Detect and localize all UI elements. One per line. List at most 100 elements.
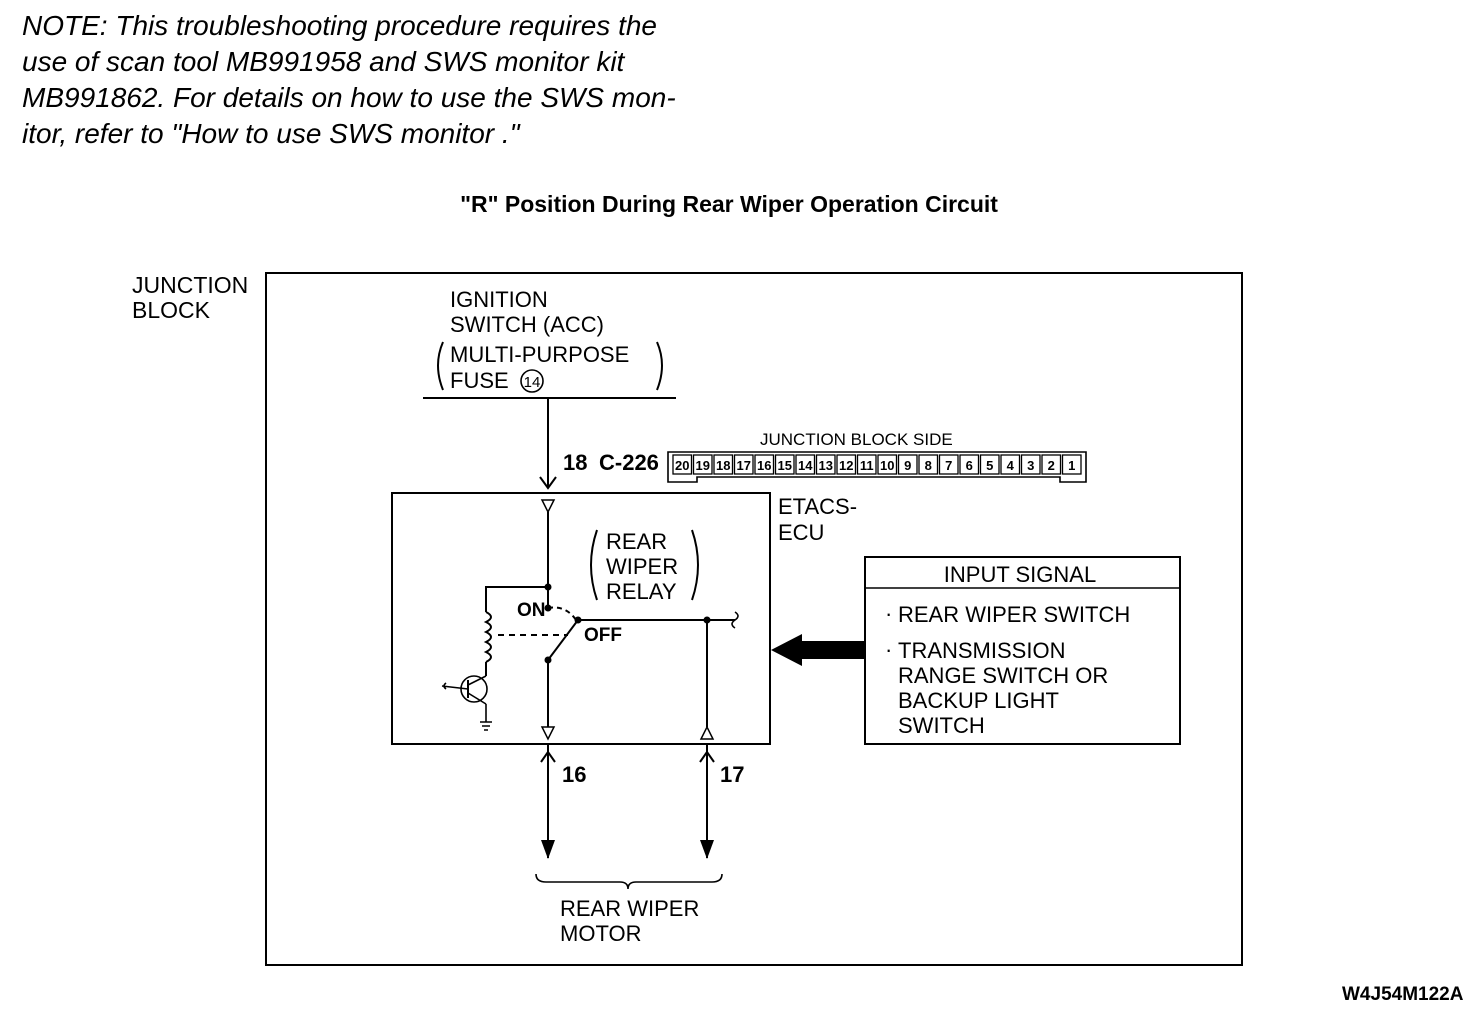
terminal-16-arrow-up [540, 750, 556, 763]
input-signal-header: INPUT SIGNAL [944, 562, 1096, 587]
relay-bracket-right [691, 529, 699, 601]
connector-pin-cell [733, 454, 754, 475]
connector-pin-label: 15 [778, 458, 792, 473]
connector-side-label: JUNCTION BLOCK SIDE [760, 430, 953, 449]
connector-outline [667, 451, 1087, 483]
connector-pin-cell [1061, 454, 1082, 475]
switch-on-label: ON [517, 600, 546, 621]
switch-off-label: OFF [584, 625, 622, 646]
relay-label: WIPER [606, 554, 678, 579]
connector-pin-label: 7 [945, 458, 952, 473]
note-line: MB991862. For details on how to use the … [22, 82, 676, 113]
connector-pin-cell [795, 454, 816, 475]
input-signal-item: SWITCH [898, 713, 985, 738]
connector-pin-label: 20 [675, 458, 689, 473]
connector-pin-label: 6 [966, 458, 973, 473]
ground-symbol [480, 721, 492, 731]
terminal-18-marker [540, 499, 556, 514]
diagram-title: "R" Position During Rear Wiper Operation… [460, 191, 998, 217]
input-signal-bullet: · [885, 637, 892, 662]
terminal-supply: 18 [563, 450, 587, 475]
input-signal-arrow [771, 634, 865, 666]
connector-pin-label: 8 [925, 458, 932, 473]
connector-pin-label: 2 [1048, 458, 1055, 473]
switch-arm [547, 619, 579, 661]
fuse-bracket-left [437, 341, 444, 391]
connector-pin-cell [692, 454, 713, 475]
switch-on-dashed [547, 606, 577, 621]
input-signal-item: TRANSMISSION [898, 638, 1065, 663]
connector-pin-label: 17 [737, 458, 751, 473]
motor-label: MOTOR [560, 921, 641, 946]
connector-pin-label: 11 [860, 458, 874, 473]
connector-pin-cell [836, 454, 857, 475]
connector-pin-label: 3 [1027, 458, 1034, 473]
transistor-emitter [467, 692, 487, 705]
fuse-bracket-right [656, 341, 663, 391]
supply-label: IGNITION [450, 287, 548, 312]
terminal-16-arrow-down [541, 840, 555, 859]
ecu-label: ECU [778, 520, 824, 545]
coil-feed-wire [485, 586, 548, 612]
connector-pin-cell [897, 454, 918, 475]
connector-pin-cell [938, 454, 959, 475]
troubleshooting-note: NOTE: This troubleshooting procedure req… [22, 8, 782, 152]
supply-arrow [539, 476, 557, 490]
terminal-right: 17 [720, 762, 744, 787]
connector-pin-label: 19 [696, 458, 710, 473]
connector-pin-label: 16 [757, 458, 771, 473]
connector-pin-cell [1020, 454, 1041, 475]
junction-block-label-line: BLOCK [132, 297, 210, 323]
junction-block-label: JUNCTION BLOCK [132, 273, 248, 323]
connector-pin-cell [815, 454, 836, 475]
motor-brace [535, 873, 723, 890]
connector-pin-label: 9 [904, 458, 911, 473]
note-line: itor, refer to "How to use SWS monitor .… [22, 118, 520, 149]
connector-pin-cell [918, 454, 939, 475]
connector-pin-label: 10 [880, 458, 894, 473]
input-signal-item: RANGE SWITCH OR [898, 663, 1108, 688]
wire-break [731, 611, 739, 629]
figure-id: W4J54M122A [1342, 984, 1464, 1005]
connector-pin-label: 13 [819, 458, 833, 473]
connector-pin-cell [856, 454, 877, 475]
connector-pin-label: 1 [1068, 458, 1075, 473]
connector-pin-cell [672, 454, 693, 475]
connector-pin-cell [774, 454, 795, 475]
connector-id: C-226 [599, 450, 659, 475]
input-signal-item: REAR WIPER SWITCH [898, 602, 1130, 627]
connector-pin-cell [1041, 454, 1062, 475]
junction-block-frame [265, 272, 1243, 966]
connector-pin-label: 14 [798, 458, 813, 473]
relay-bracket-left [590, 529, 598, 601]
fuse-number: 14 [524, 374, 541, 391]
ecu-label: ETACS- [778, 494, 857, 519]
note-line: use of scan tool MB991958 and SWS monito… [22, 46, 625, 77]
supply-label: SWITCH (ACC) [450, 312, 604, 337]
terminal-left: 16 [562, 762, 586, 787]
junction-block-label-line: JUNCTION [132, 272, 249, 298]
relay-coil [483, 611, 492, 663]
transistor-collector [467, 675, 487, 686]
relay-label: RELAY [606, 579, 677, 604]
connector-pin-label: 12 [839, 458, 853, 473]
transistor-symbol [460, 675, 488, 703]
connector-pin-cell [713, 454, 734, 475]
input-signal-item: BACKUP LIGHT [898, 688, 1059, 713]
note-line: NOTE: This troubleshooting procedure req… [22, 10, 657, 41]
connector-pin-cell [877, 454, 898, 475]
terminal-17-arrow-down [700, 840, 714, 859]
terminal-17-arrow-up [699, 750, 715, 763]
connector-pin-label: 18 [716, 458, 730, 473]
motor-label: REAR WIPER [560, 896, 699, 921]
connector-pin-cell [1000, 454, 1021, 475]
input-signal-bullet: · [885, 601, 892, 626]
connector-pin-cell [754, 454, 775, 475]
fuse-number-circle [520, 369, 544, 393]
relay-label: REAR [606, 529, 667, 554]
connector-pin-label: 4 [1007, 458, 1015, 473]
fuse-label: MULTI-PURPOSE [450, 342, 629, 367]
terminal-17-marker [699, 725, 715, 740]
